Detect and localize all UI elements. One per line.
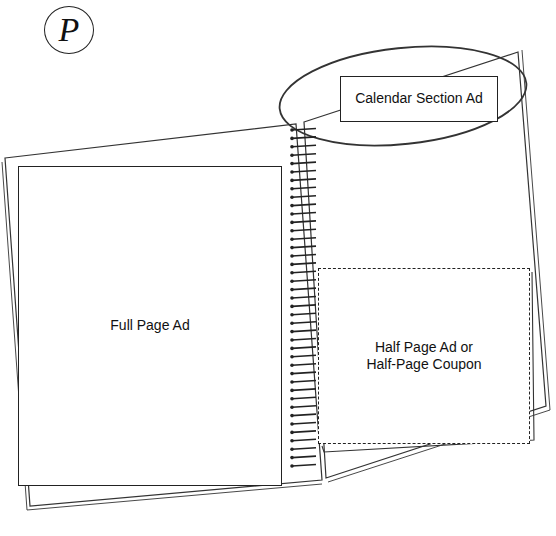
spiral-coil [292,145,316,147]
node-label: Half Page Ad or Half-Page Coupon [364,339,484,374]
hand-drawn-ellipse [275,35,532,156]
spiral-coil [292,288,316,290]
node-label: P [59,9,80,52]
spiral-coil [292,364,316,366]
spiral-coil [292,196,316,198]
spiral-hole [290,187,294,191]
spiral-coil [292,465,316,467]
spiral-hole [290,246,294,250]
spiral-coil [292,381,316,383]
spiral-coil [292,347,316,349]
spiral-hole [290,212,294,216]
spiral-hole [290,389,294,393]
spiral-coil [292,313,316,315]
half-page-ad-box: Half Page Ad or Half-Page Coupon [318,268,530,444]
spiral-coil [292,229,316,231]
full-page-ad-box: Full Page Ad [18,166,282,486]
spiral-coil [292,255,316,257]
spiral-coil [292,129,316,131]
right-page [304,52,546,478]
spiral-hole [290,221,294,225]
spiral-hole [290,372,294,376]
spiral-coil [292,238,316,240]
spiral-hole [290,380,294,384]
spiral-coil [292,171,316,173]
spiral-coil [292,448,316,450]
spiral-binding [290,128,316,468]
spiral-coil [292,389,316,391]
spiral-hole [290,414,294,418]
spiral-coil [292,162,316,164]
calendar-ad-box: Calendar Section Ad [340,76,498,122]
node-label: Full Page Ad [110,317,189,335]
spiral-hole [290,145,294,149]
spiral-coil [292,137,316,139]
spiral-hole [290,179,294,183]
spiral-coil [292,213,316,215]
spiral-coil [292,204,316,206]
spiral-hole [290,204,294,208]
spiral-coil [292,297,316,299]
spiral-coil [292,355,316,357]
spiral-coil [292,423,316,425]
spiral-coil [292,339,316,341]
spiral-hole [290,237,294,241]
spiral-hole [290,313,294,317]
spiral-hole [290,456,294,460]
spiral-hole [290,347,294,351]
spiral-coil [292,439,316,441]
spiral-hole [290,439,294,443]
spiral-coil [292,397,316,399]
spiral-coil [292,322,316,324]
spiral-coil [292,305,316,307]
spiral-coil [292,271,316,273]
spiral-hole [290,137,294,141]
spiral-coil [292,154,316,156]
spiral-coil [292,372,316,374]
spiral-hole [290,229,294,233]
spiral-hole [290,271,294,275]
spiral-hole [290,447,294,451]
spiral-coil [292,246,316,248]
spiral-hole [290,128,294,132]
spiral-hole [290,195,294,199]
spiral-hole [290,170,294,174]
spiral-hole [290,355,294,359]
spiral-coil [292,263,316,265]
spiral-coil [292,431,316,433]
spiral-hole [290,405,294,409]
spiral-coil [292,406,316,408]
spiral-hole [290,330,294,334]
spiral-hole [290,464,294,468]
spiral-coil [292,221,316,223]
spiral-hole [290,422,294,426]
spiral-coil [292,414,316,416]
left-page [5,124,322,506]
spiral-hole [290,153,294,157]
spiral-hole [290,288,294,292]
spiral-hole [290,162,294,166]
node-label: Calendar Section Ad [355,90,483,108]
spiral-coil [292,280,316,282]
left-page-edge [2,162,322,510]
spiral-hole [290,305,294,309]
spiral-hole [290,397,294,401]
spiral-hole [290,431,294,435]
spiral-hole [290,321,294,325]
spiral-coil [292,330,316,332]
spiral-hole [290,296,294,300]
spiral-hole [290,263,294,267]
spiral-coil [292,179,316,181]
spiral-hole [290,338,294,342]
spiral-hole [290,363,294,367]
spiral-hole [290,254,294,258]
spiral-hole [290,279,294,283]
circled-letter: P [44,6,94,54]
spiral-coil [292,187,316,189]
spiral-coil [292,456,316,458]
